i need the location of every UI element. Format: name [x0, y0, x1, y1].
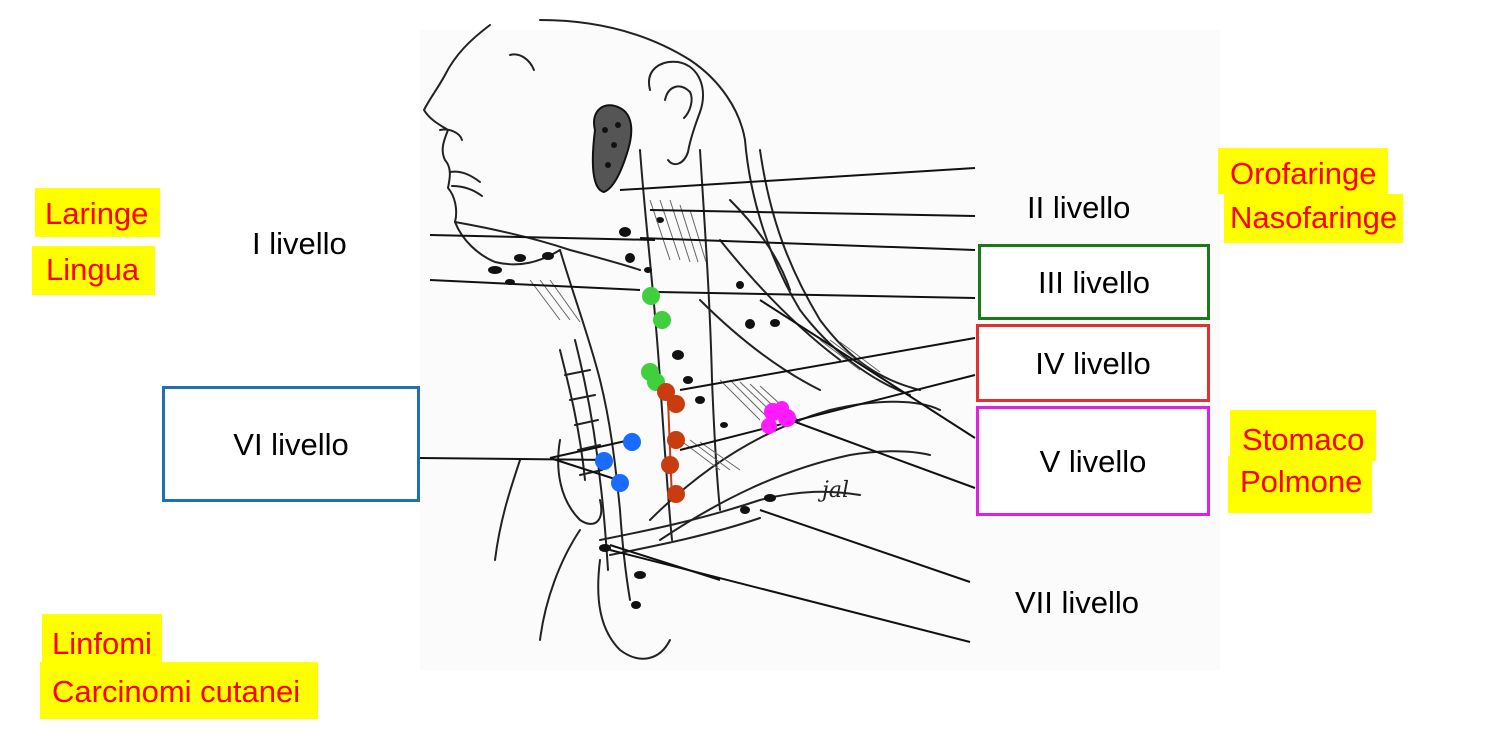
level-label-5: V livello — [1040, 446, 1147, 477]
node-marker-blue — [595, 452, 613, 470]
site-label-laringe: Laringe — [35, 188, 160, 237]
site-label-carcinomi-cutanei: Carcinomi cutanei — [40, 662, 318, 719]
level-label-6: VI livello — [233, 429, 348, 460]
level-box-4: IV livello — [976, 324, 1210, 402]
site-label-lingua: Lingua — [32, 246, 155, 295]
node-marker-magenta — [775, 401, 789, 415]
node-marker-red — [667, 431, 685, 449]
level-label-3: III livello — [1038, 267, 1150, 298]
site-label-nasofaringe: Nasofaringe — [1224, 194, 1403, 243]
level-box-3: III livello — [978, 244, 1210, 320]
node-marker-blue — [611, 474, 629, 492]
level-label-4: IV livello — [1035, 348, 1150, 379]
level-box-5: V livello — [976, 406, 1210, 516]
level-label-1: I livello — [252, 228, 347, 259]
level-box-6: VI livello — [162, 386, 420, 502]
node-marker-red — [661, 456, 679, 474]
site-label-stomaco: Stomaco — [1230, 410, 1376, 461]
site-label-linfomi: Linfomi — [42, 614, 162, 669]
node-marker-green — [653, 311, 671, 329]
node-marker-blue — [623, 433, 641, 451]
node-marker-red — [667, 485, 685, 503]
node-marker-magenta — [761, 418, 777, 434]
level-label-2: II livello — [1027, 192, 1130, 223]
node-marker-red — [667, 395, 685, 413]
site-label-polmone: Polmone — [1228, 456, 1372, 513]
site-label-orofaringe: Orofaringe — [1218, 148, 1388, 194]
node-marker-green — [642, 287, 660, 305]
level-label-7: VII livello — [1015, 587, 1139, 618]
artist-signature: jal — [817, 478, 849, 503]
